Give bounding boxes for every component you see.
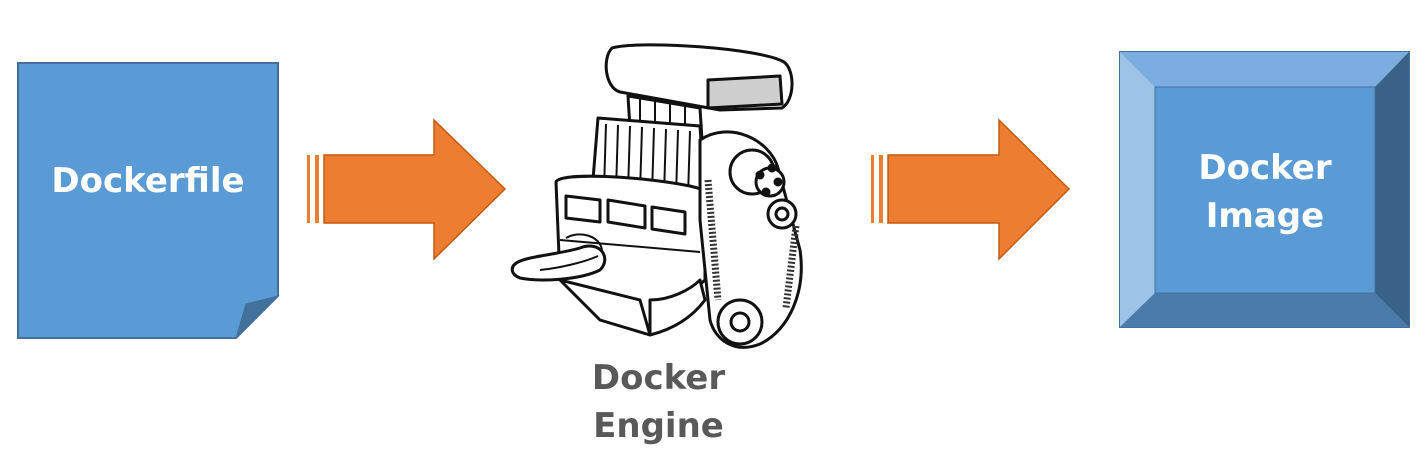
image-label-line2: Image: [1205, 196, 1325, 236]
docker-image-box: [1119, 51, 1410, 328]
arrow-right-striped-icon: [871, 118, 1071, 261]
arrow-right-striped-icon: [307, 118, 507, 261]
dockerfile-box: [17, 62, 280, 339]
dockerfile-label: Dockerfile: [51, 161, 245, 201]
image-label-line1: Docker: [1198, 148, 1332, 188]
engine-illustration-icon: [510, 43, 803, 349]
engine-label-line2: Engine: [593, 406, 724, 446]
engine-label-line1: Docker: [591, 358, 726, 398]
